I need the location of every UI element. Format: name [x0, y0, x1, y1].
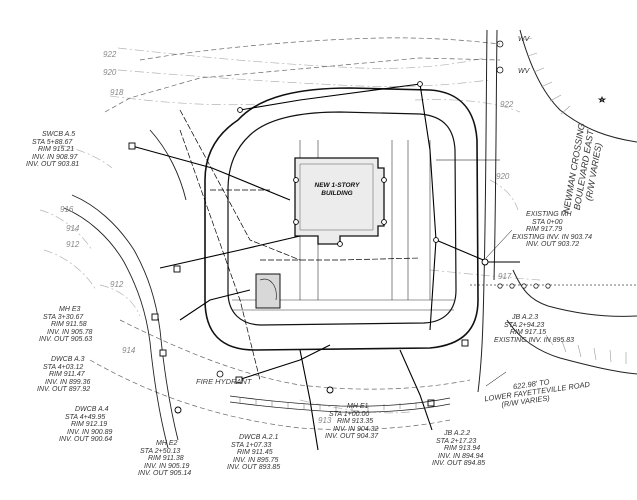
boundary-lines — [89, 37, 501, 430]
fire-hydrant-label: FIRE HYDRANT — [196, 377, 252, 386]
fire-hydrant-symbol — [216, 370, 224, 378]
wv-symbols — [496, 40, 607, 103]
structure-symbols — [128, 81, 489, 414]
structure-label-swcb-a5: SWCB A.5 STA 5+88.67 RIM 915.21 INV. IN … — [26, 131, 80, 169]
structure-label-mh-e3: MH E3 STA 3+30.67 RIM 911.58 INV. IN 905… — [39, 306, 93, 344]
contour-label: 922 — [500, 100, 514, 109]
contour-label: 912 — [110, 280, 124, 289]
contour-label: 920 — [496, 172, 510, 181]
structure-label-jb-a22: JB A.2.2 STA 2+17.23 RIM 913.94 INV. IN … — [432, 430, 486, 468]
building-inner — [299, 163, 374, 231]
contour-label: 916 — [60, 205, 74, 214]
label-leaders — [436, 159, 513, 387]
sanitary-lines — [179, 109, 421, 381]
structure-label-dwcb-a4: DWCB A.4 STA 4+49.95 RIM 912.19 INV. IN … — [59, 406, 113, 444]
bottom-sidewalk — [229, 395, 451, 413]
bollards — [497, 283, 551, 289]
structure-label-mh-e2: MH E2 STA 2+50.13 RIM 911.38 INV. IN 905… — [138, 440, 192, 478]
contour-label: 920 — [103, 68, 117, 77]
contour-label: 914 — [122, 346, 136, 355]
contour-label: 918 — [110, 88, 124, 97]
structure-label-dwcb-a3: DWCB A.3 STA 4+03.12 RIM 911.47 INV. IN … — [37, 356, 91, 394]
building-label: NEW 1-STORY BUILDING — [314, 182, 360, 197]
structure-label-jb-a23: JB A.2.3 STA 2+94.23 RIM 917.15 EXISTING… — [494, 314, 575, 344]
contour-label: 922 — [103, 50, 117, 59]
contour-label: 914 — [66, 224, 80, 233]
structure-label-dwcb-a21: DWCB A.2.1 STA 1+07.33 RIM 911.45 INV. I… — [227, 434, 281, 472]
road-hatching — [523, 37, 627, 364]
building-footprint — [294, 157, 385, 245]
sidewalk-ticks — [239, 397, 417, 411]
wv-label: WV — [518, 68, 530, 75]
contour-label: 913 — [318, 416, 332, 425]
contour-lines — [39, 47, 541, 414]
dumpster-enclosure — [255, 273, 281, 309]
contour-label: 917 — [498, 272, 512, 281]
structure-label-existing-mh: EXISTING MH STA 0+00 RIM 917.79 EXISTING… — [512, 211, 593, 249]
wv-label: WV — [518, 36, 530, 43]
curb-lines — [63, 129, 187, 449]
parking-lot — [204, 87, 479, 351]
dumpster-pad — [259, 278, 277, 301]
structure-label-mh-e1: MH E1 STA 1+00.00 RIM 913.35 INV. IN 904… — [325, 403, 379, 441]
contour-label: 912 — [66, 240, 80, 249]
utility-lines — [131, 83, 520, 451]
